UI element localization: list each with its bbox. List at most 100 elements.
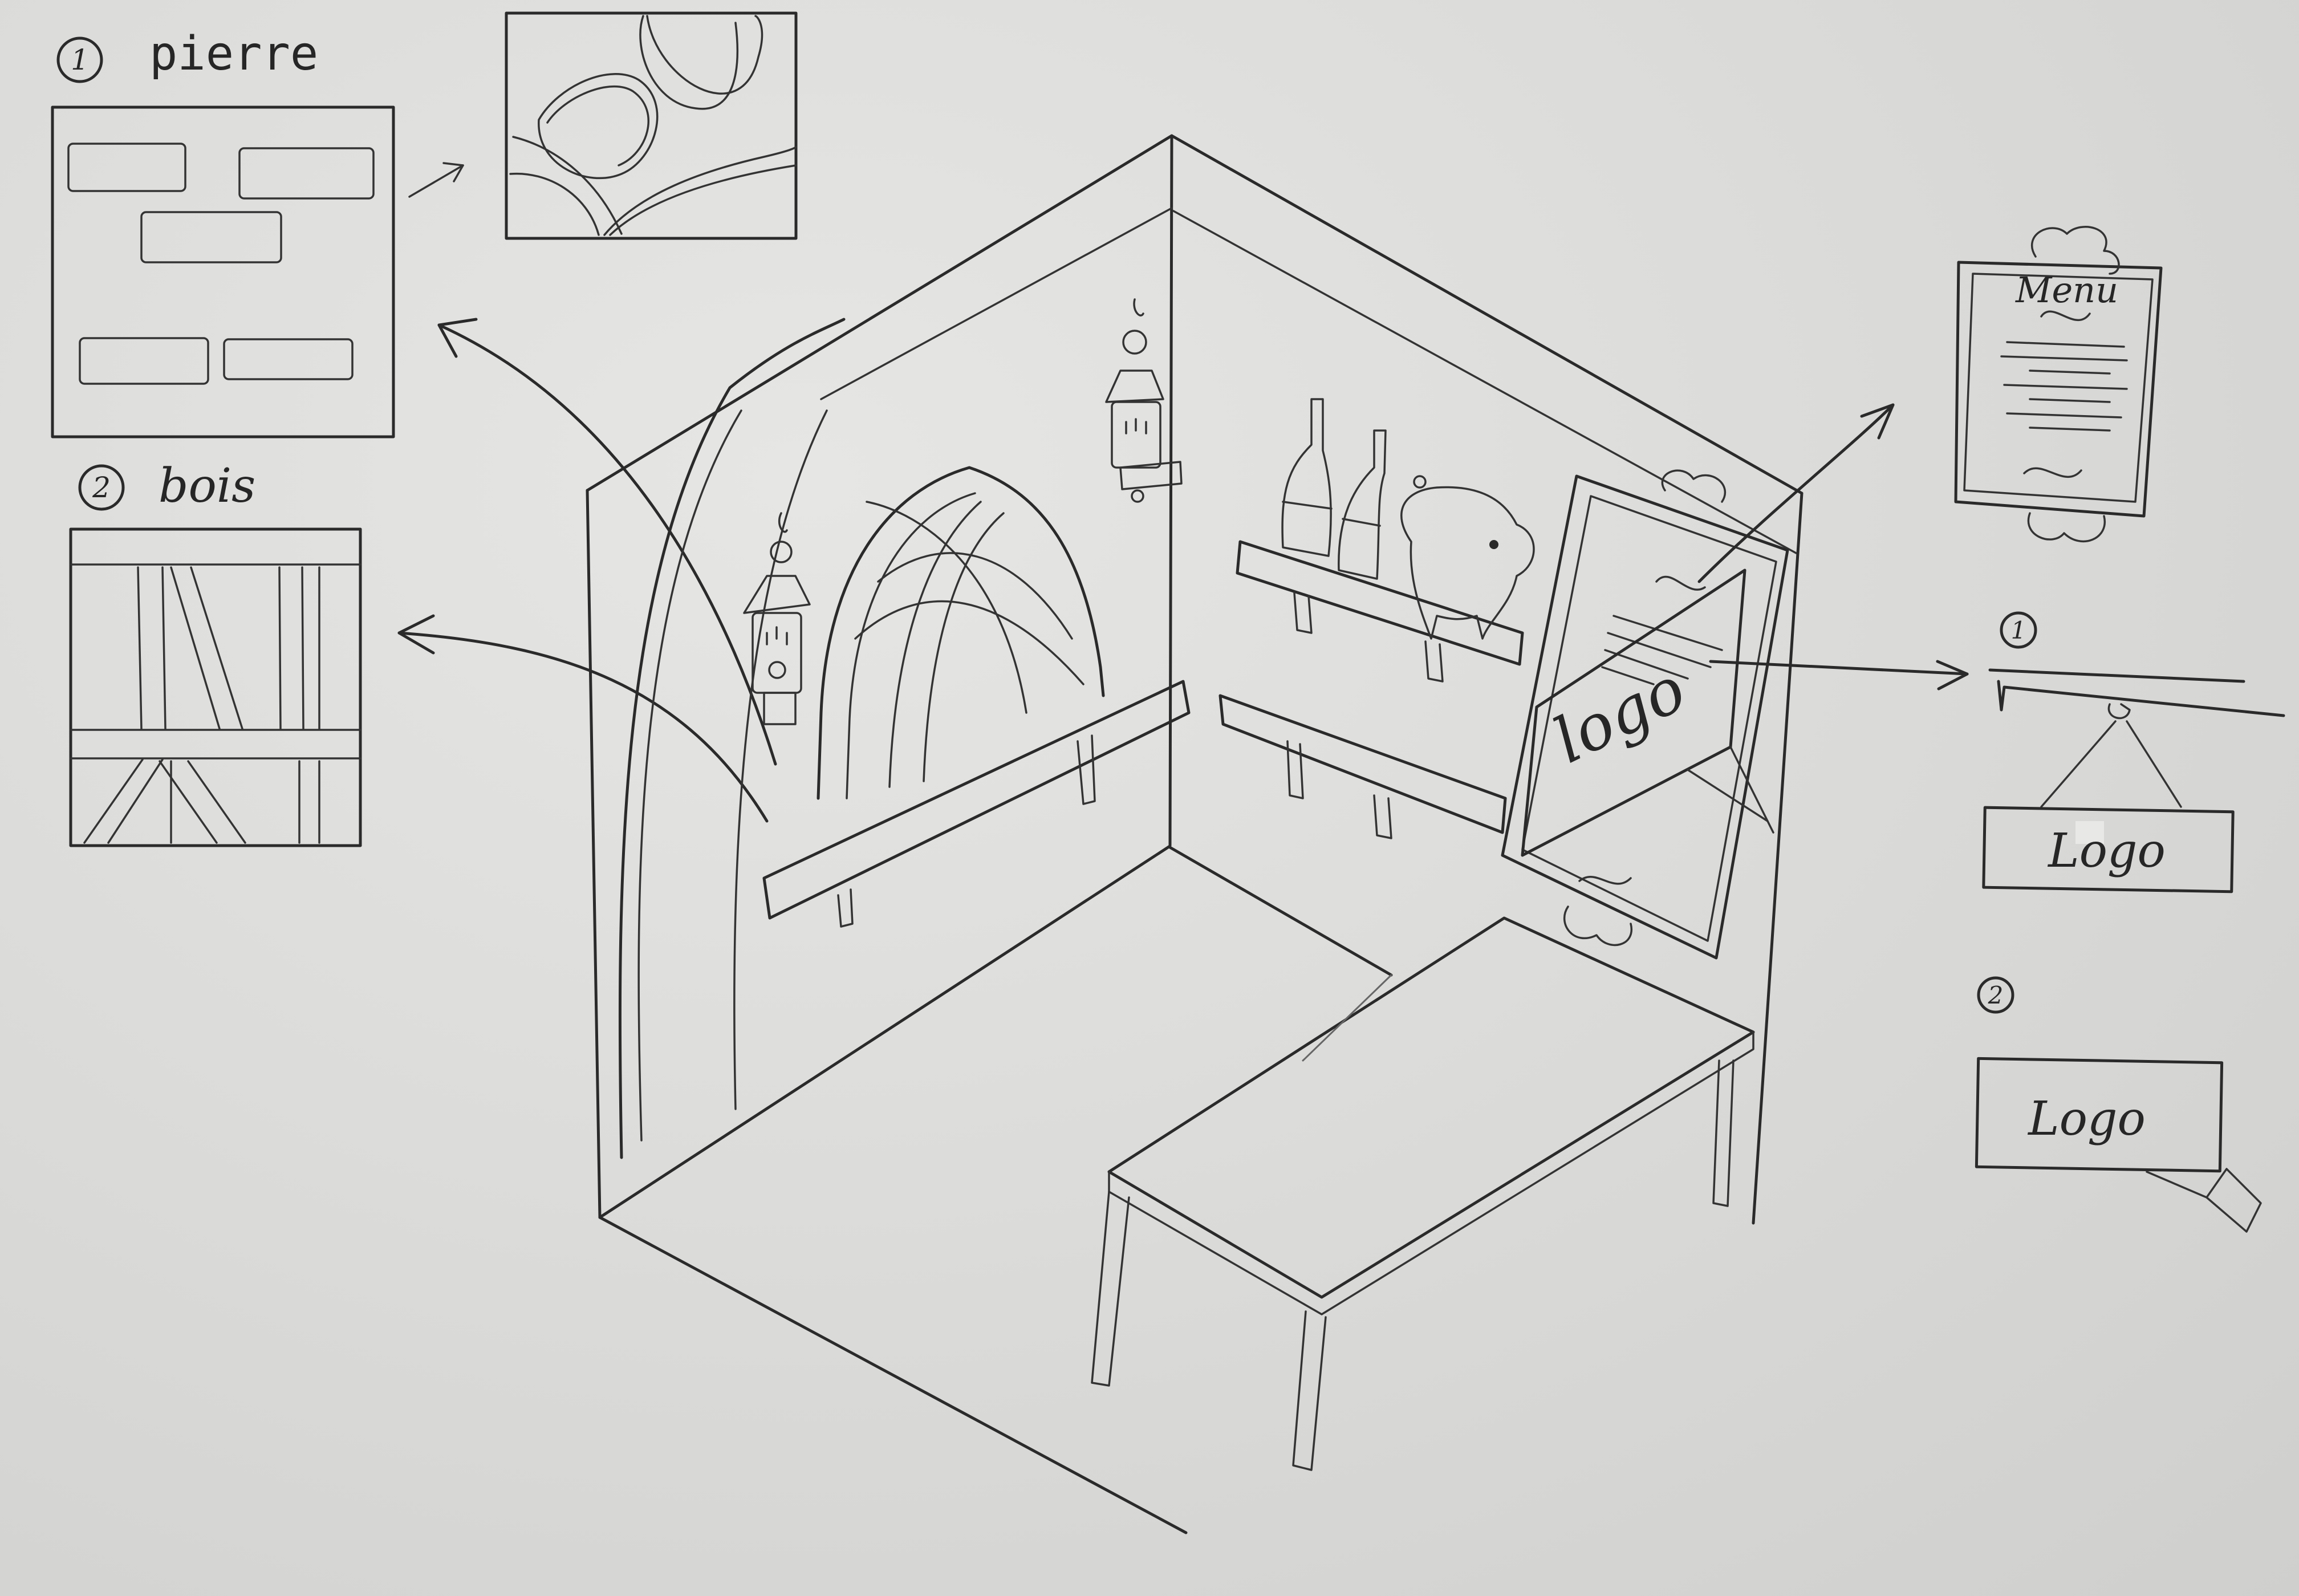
shelf-bracket [1424, 640, 1444, 683]
sign-option-2-number: 2 [1988, 981, 2004, 1009]
menu-detail-arrow-head [1860, 403, 1895, 440]
wood-brace [107, 758, 164, 844]
wood-post [161, 566, 166, 730]
shelf-bracket [1077, 734, 1096, 805]
wood-number-circle [78, 464, 125, 511]
sign-detail-arrow-head [1936, 660, 1969, 691]
wood-brace [187, 760, 246, 844]
doorway-pillar [733, 409, 828, 1110]
floor-left-edge [598, 845, 1171, 1219]
right-wall-beam [1172, 210, 1797, 554]
menu-detail-flourish [2023, 467, 2082, 478]
table-leg [1091, 1191, 1130, 1387]
room-top-edge [586, 134, 1804, 495]
menu-lines [1601, 615, 1723, 685]
table-leg [1292, 1310, 1327, 1471]
table-shadow-line [1302, 974, 1392, 1062]
sign-option-1-hook [2107, 703, 2131, 720]
stone-swatch-box [51, 105, 395, 438]
cobblestone-joint [603, 146, 797, 236]
stone-number-circle [56, 36, 103, 83]
stone-number: 1 [71, 43, 89, 76]
cobblestone-joint [609, 164, 797, 236]
menu-detail: Menu [1954, 226, 2163, 543]
wall-lantern-left [743, 512, 811, 725]
window-diagonal [866, 501, 1027, 714]
sign-option-2-board [1975, 1057, 2224, 1173]
floor-front-edge [598, 1216, 1188, 1534]
wall-shelf-lower [1218, 694, 1507, 834]
signboard-logo-text: logo [1542, 652, 1696, 777]
stone-zoom-box [505, 11, 798, 240]
piggy-bank-coin-slot [1413, 475, 1427, 489]
wood-post [137, 566, 143, 730]
sign-option-1: 1 Logo [1982, 611, 2285, 894]
wood-post [278, 566, 282, 730]
bottle-label [1282, 501, 1333, 510]
sign-option-1-logo: Logo [2047, 824, 2166, 878]
stone-wall-arrow [437, 323, 777, 766]
floor-right-edge [1167, 845, 1393, 977]
sign-option-1-eraser-mark [2075, 821, 2104, 844]
room-right-edge [1752, 492, 1804, 1225]
stone-wall-arrow-head [437, 318, 478, 358]
signboard-bracket [1729, 746, 1774, 834]
menu-detail-ornament [2027, 512, 2106, 543]
room-corner-edge [1168, 134, 1173, 847]
table-leg [1712, 1059, 1735, 1207]
stone-brick [223, 338, 354, 380]
signboard-bracket [1687, 769, 1769, 822]
wood-brace [83, 758, 144, 844]
menu-detail-title: Menu [2015, 269, 2118, 311]
wall-lantern-right [1105, 298, 1183, 503]
stone-brick [238, 147, 375, 200]
wood-brace [170, 566, 221, 730]
window-transom [854, 600, 1084, 685]
sign-option-1-number-circle [2000, 611, 2037, 649]
cobblestone [639, 15, 739, 110]
shelf-bracket [837, 888, 854, 928]
wood-swatch-group: 2 bois [69, 459, 362, 847]
bottle-label [1342, 518, 1381, 527]
stone-brick [67, 143, 186, 192]
wood-swatch-box [69, 527, 362, 847]
sign-option-2-logo: Logo [2027, 1092, 2146, 1146]
menu-detail-flourish [2040, 310, 2091, 322]
gothic-window-inner [846, 492, 976, 799]
sign-option-1-bracket [1988, 668, 2285, 717]
wall-shelf-left [762, 680, 1191, 920]
wood-post [301, 566, 304, 730]
cobblestone [509, 172, 600, 236]
sign-option-1-chain [2040, 720, 2182, 808]
bottle [1281, 398, 1332, 557]
zoom-arrow-head [442, 162, 464, 182]
bottle [1338, 429, 1387, 580]
table-top-edge [1108, 1031, 1754, 1315]
sign-detail-arrow [1709, 660, 1969, 676]
doorway-arch [618, 318, 846, 1159]
left-wall-beam [820, 207, 1173, 400]
wall-shelf-upper [1236, 540, 1524, 666]
menu-detail-lines [2000, 341, 2128, 432]
menu-board [1501, 474, 1789, 960]
piggy-bank [1400, 486, 1535, 640]
piggy-bank-eye [1489, 540, 1498, 549]
stone-brick [79, 337, 209, 385]
shelf-bracket [1373, 794, 1392, 839]
wood-brace [190, 566, 243, 730]
menu-detail-board [1954, 261, 2163, 518]
sign-option-1-number: 1 [2011, 616, 2026, 644]
sign-option-2-number-circle [1977, 976, 2014, 1014]
menu-detail-ornament [2030, 226, 2120, 275]
stone-label: pierre [149, 27, 318, 81]
cobblestone [646, 15, 763, 95]
menu-flourish [1655, 575, 1706, 591]
gothic-window [817, 466, 1105, 800]
room-left-edge [586, 489, 602, 1219]
isometric-room: logo [586, 134, 1804, 1534]
zoom-arrow [408, 164, 464, 198]
sign-option-1-board [1982, 806, 2235, 894]
window-transom [877, 552, 1073, 640]
